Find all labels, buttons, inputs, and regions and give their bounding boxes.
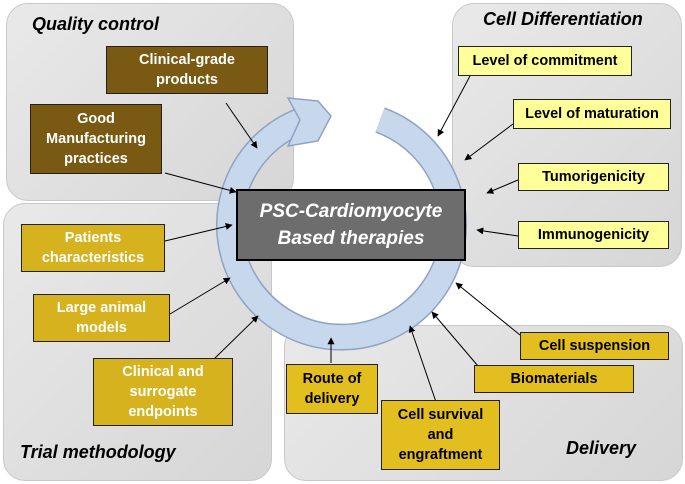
patients-characteristics-box: Patients characteristics xyxy=(21,224,165,272)
good-manufacturing-practices-box: Good Manufacturing practices xyxy=(30,104,162,174)
tumorigenicity-box: Tumorigenicity xyxy=(518,163,669,191)
clinical-grade-products-box: Clinical-grade products xyxy=(106,46,268,94)
center-line-2: Based therapies xyxy=(277,228,425,249)
level-of-commitment-box: Level of commitment xyxy=(458,46,632,76)
cell-suspension-box: Cell suspension xyxy=(520,332,669,360)
center-therapy-box: PSC-Cardiomyocyte Based therapies xyxy=(236,189,466,261)
route-of-delivery-box: Route of delivery xyxy=(286,364,378,414)
cell-differentiation-title: Cell Differentiation xyxy=(483,9,643,29)
immunogenicity-box: Immunogenicity xyxy=(518,221,669,249)
clinical-surrogate-endpoints-box: Clinical and surrogate endpoints xyxy=(93,358,233,426)
biomaterials-box: Biomaterials xyxy=(474,365,634,393)
cycle-arrow-head xyxy=(286,97,332,147)
large-animal-models-box: Large animal models xyxy=(33,294,170,342)
center-line-1: PSC-Cardiomyocyte xyxy=(259,201,443,222)
level-of-maturation-box: Level of maturation xyxy=(513,99,671,129)
quality-control-title: Quality control xyxy=(32,14,160,34)
cell-survival-engraftment-box: Cell survival and engraftment xyxy=(381,400,500,470)
trial-methodology-title: Trial methodology xyxy=(20,442,176,462)
delivery-title: Delivery xyxy=(566,438,637,458)
